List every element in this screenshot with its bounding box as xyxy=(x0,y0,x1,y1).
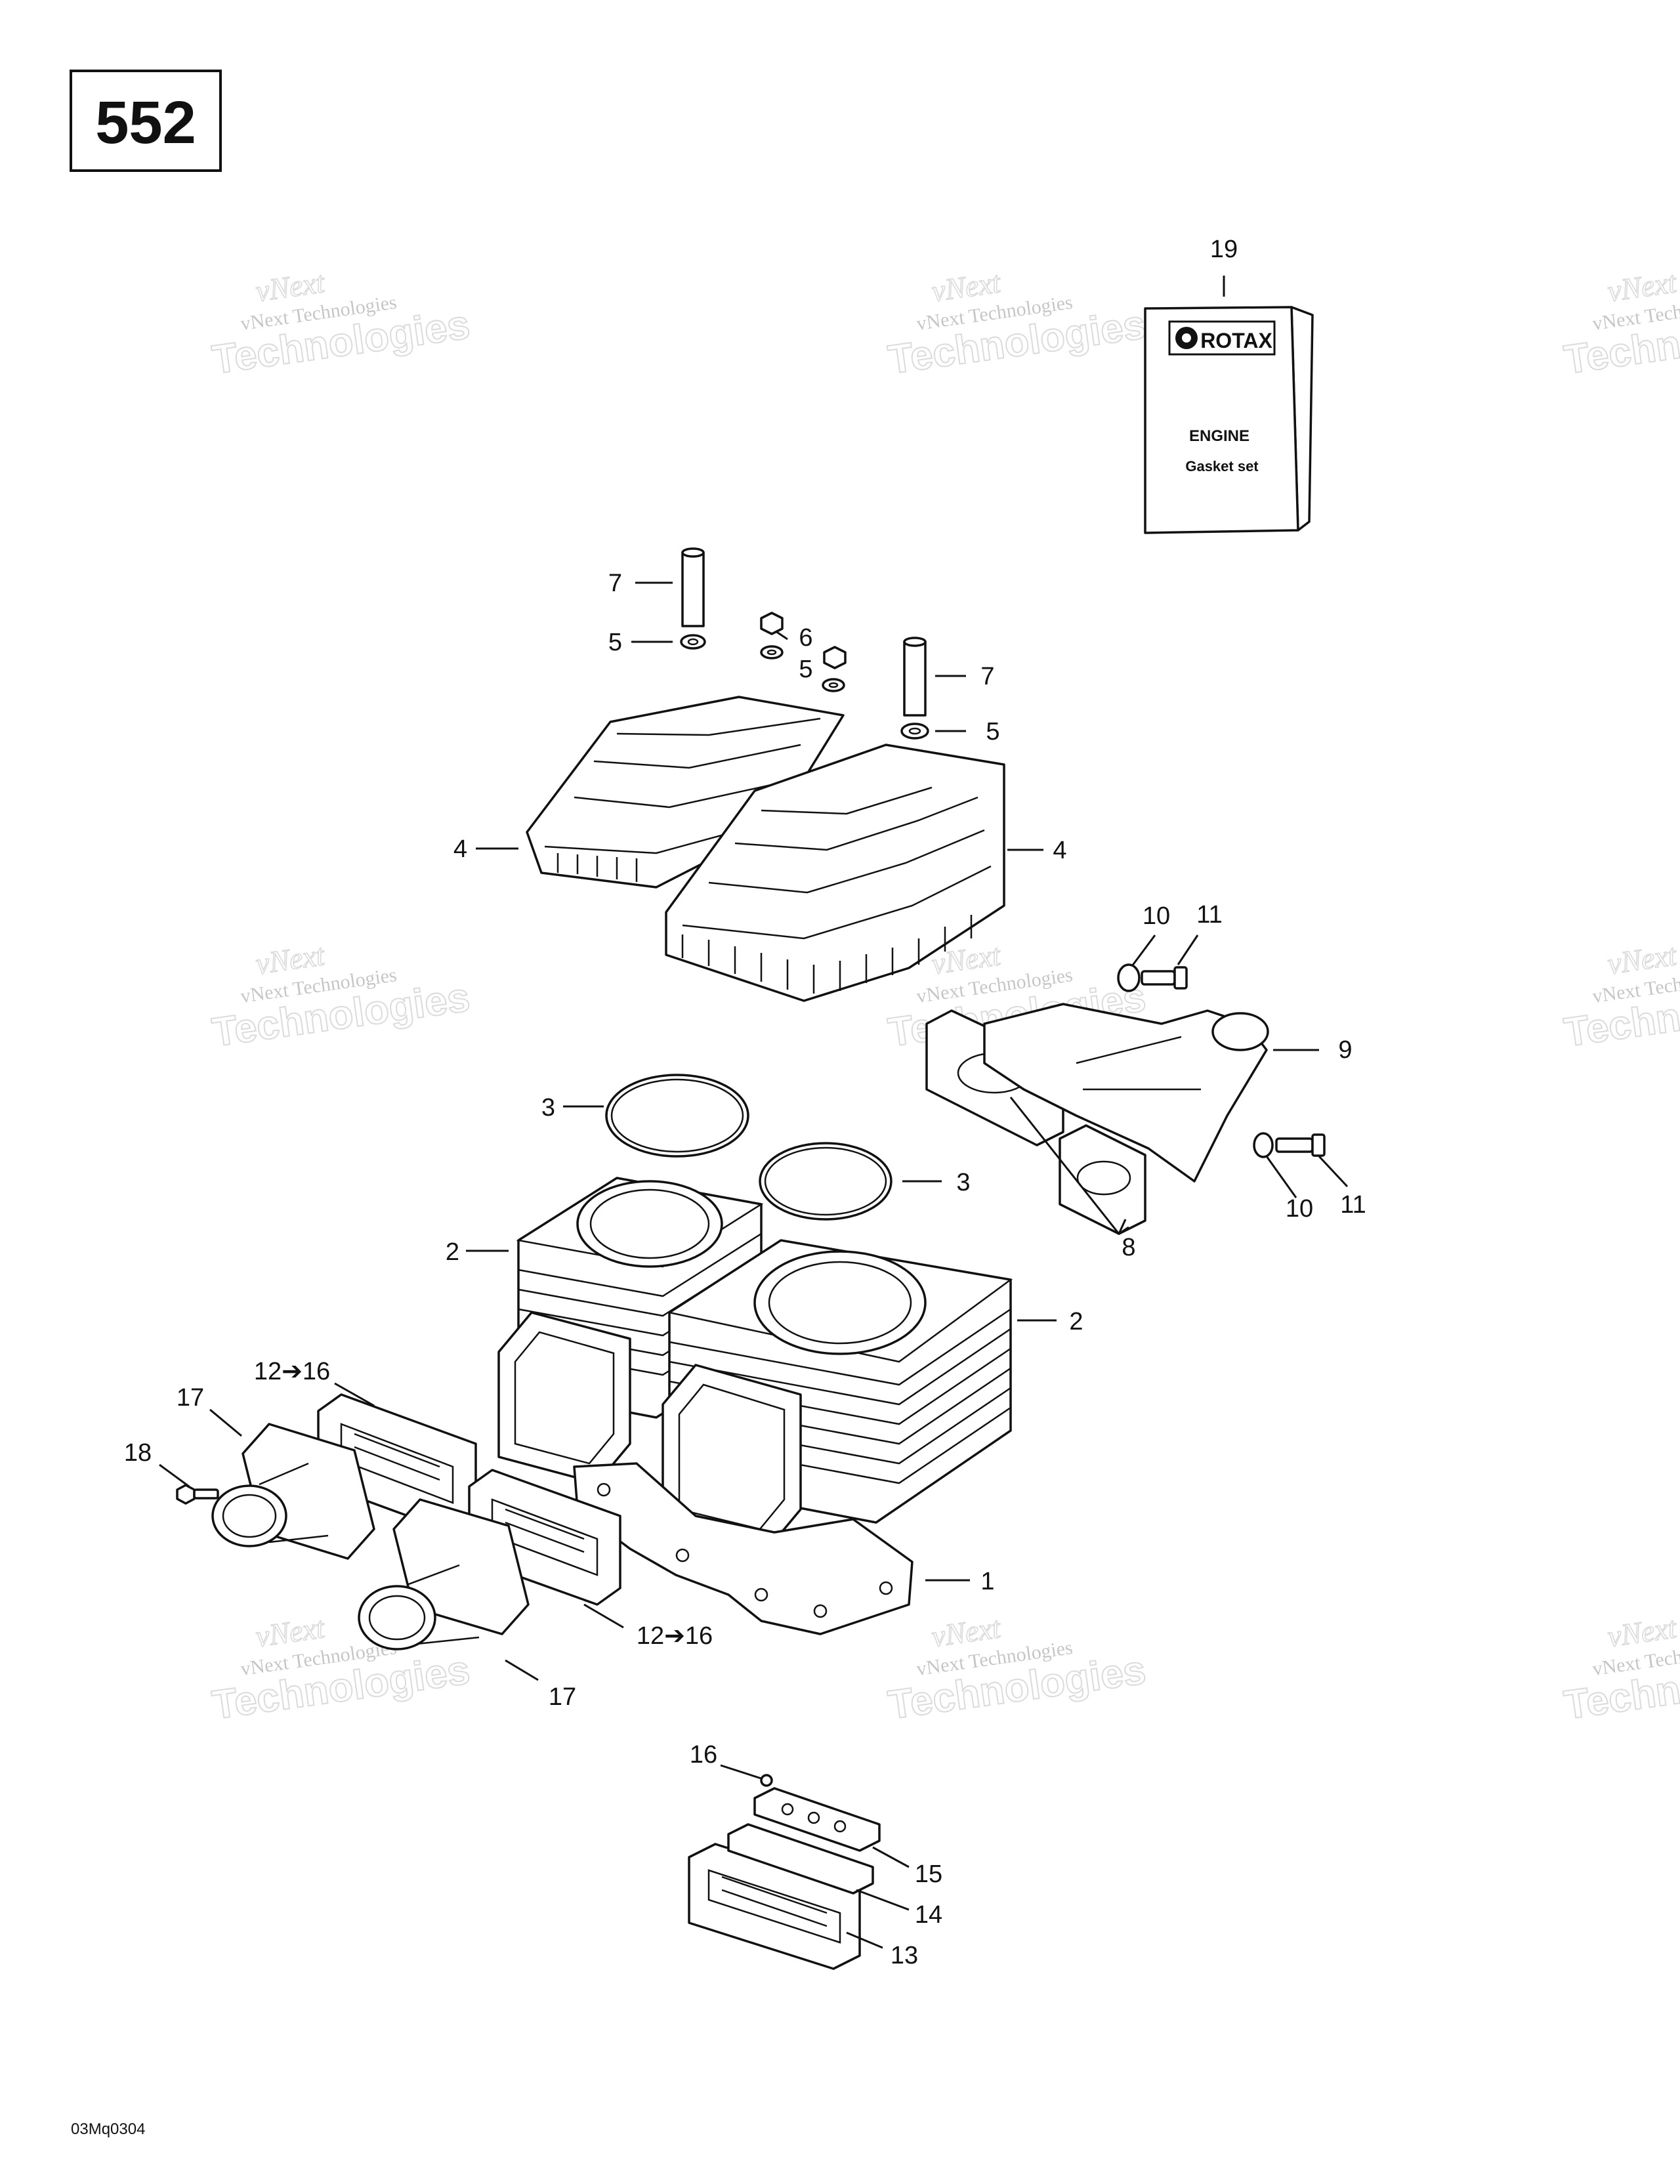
page-number-box: 552 xyxy=(70,70,222,172)
callout-3: 3 xyxy=(956,1169,970,1196)
callout-8: 8 xyxy=(1122,1234,1135,1261)
callout-2: 2 xyxy=(1069,1308,1083,1335)
intake-port-left xyxy=(497,1311,631,1484)
watermark-brand: vNext xyxy=(254,1610,327,1653)
callout-3: 3 xyxy=(541,1094,555,1122)
reed-stopper xyxy=(753,1787,881,1852)
callout-1: 1 xyxy=(980,1568,994,1595)
reed-valve-body xyxy=(688,1843,861,1970)
callout-12-16: 12➔16 xyxy=(637,1622,713,1650)
callout-2: 2 xyxy=(446,1238,459,1266)
watermark-brand: vNext xyxy=(1606,265,1679,308)
callout-5: 5 xyxy=(986,718,999,746)
callout-10: 10 xyxy=(1143,902,1170,930)
callout-11: 11 xyxy=(1340,1191,1366,1219)
callouts: 19 7 5 6 5 7 5 4 4 10 11 9 10 11 8 3 3 2… xyxy=(124,236,1366,1969)
nuts xyxy=(760,612,847,669)
watermark-brand: vNext xyxy=(1606,1610,1679,1653)
kit-brand: ROTAX xyxy=(1200,329,1272,352)
watermark-brand: vNext xyxy=(930,1610,1003,1653)
callout-15: 15 xyxy=(915,1860,942,1888)
o-ring-right xyxy=(759,1142,892,1221)
watermark-brand: vNext xyxy=(930,938,1003,980)
callout-19: 19 xyxy=(1210,236,1238,263)
watermark-brand: vNext xyxy=(254,265,327,308)
callout-6: 6 xyxy=(799,624,812,652)
kit-line2: Gasket set xyxy=(1185,458,1259,474)
intake-adaptor-lower xyxy=(358,1498,530,1650)
watermark: vNext vNext Technologies Technologies xyxy=(209,264,473,383)
base-gasket xyxy=(573,1462,914,1635)
exhaust-manifold xyxy=(983,1003,1269,1183)
callout-4: 4 xyxy=(1053,837,1066,864)
callout-11: 11 xyxy=(1196,901,1222,929)
watermark: vNext vNext Technologies Technologies xyxy=(209,937,473,1056)
watermark: vNext vNext Technologies Technologies xyxy=(885,264,1149,383)
reed-screw xyxy=(760,1774,773,1787)
callout-18: 18 xyxy=(124,1439,152,1467)
manifold-bolts xyxy=(1141,966,1326,1157)
screw xyxy=(176,1484,219,1505)
callout-16: 16 xyxy=(690,1741,717,1769)
intake-adaptor-upper xyxy=(211,1423,375,1560)
watermark: vNext vNext Technologies Technologies xyxy=(1561,264,1680,383)
callout-12-16: 12➔16 xyxy=(254,1358,330,1385)
callout-17: 17 xyxy=(549,1683,576,1711)
callout-17: 17 xyxy=(177,1384,204,1412)
watermark-brand: vNext xyxy=(1606,938,1679,980)
callout-7: 7 xyxy=(608,570,622,597)
watermark: vNext vNext Technologies Technologies xyxy=(885,1610,1149,1729)
kit-line1: ENGINE xyxy=(1189,427,1250,445)
watermark: vNext vNext Technologies Technologies xyxy=(1561,937,1680,1056)
spacer-left xyxy=(681,547,705,627)
figure-code: 03Mq0304 xyxy=(71,2120,145,2138)
cylinder-head-right xyxy=(665,744,1005,1002)
manifold-washers xyxy=(1117,963,1274,1158)
callout-7: 7 xyxy=(980,663,994,690)
callout-9: 9 xyxy=(1338,1036,1352,1064)
watermark: vNext vNext Technologies Technologies xyxy=(1561,1610,1680,1729)
washers xyxy=(680,634,929,740)
exhaust-gasket-lower xyxy=(1059,1124,1146,1235)
callout-5: 5 xyxy=(799,656,812,683)
callout-4: 4 xyxy=(453,835,467,863)
callout-10: 10 xyxy=(1286,1195,1313,1223)
callout-13: 13 xyxy=(891,1942,918,1969)
reed-petal xyxy=(727,1823,874,1895)
page-number: 552 xyxy=(95,89,196,156)
watermark-brand: vNext xyxy=(254,938,327,980)
callout-14: 14 xyxy=(915,1901,942,1929)
spacer-right xyxy=(903,637,927,717)
callout-5: 5 xyxy=(608,629,622,656)
o-ring-left xyxy=(605,1074,749,1158)
watermark-brand: vNext xyxy=(930,265,1003,308)
gasket-set-booklet: ROTAX ENGINE Gasket set xyxy=(1144,306,1314,534)
leader-lines xyxy=(159,276,1349,1949)
